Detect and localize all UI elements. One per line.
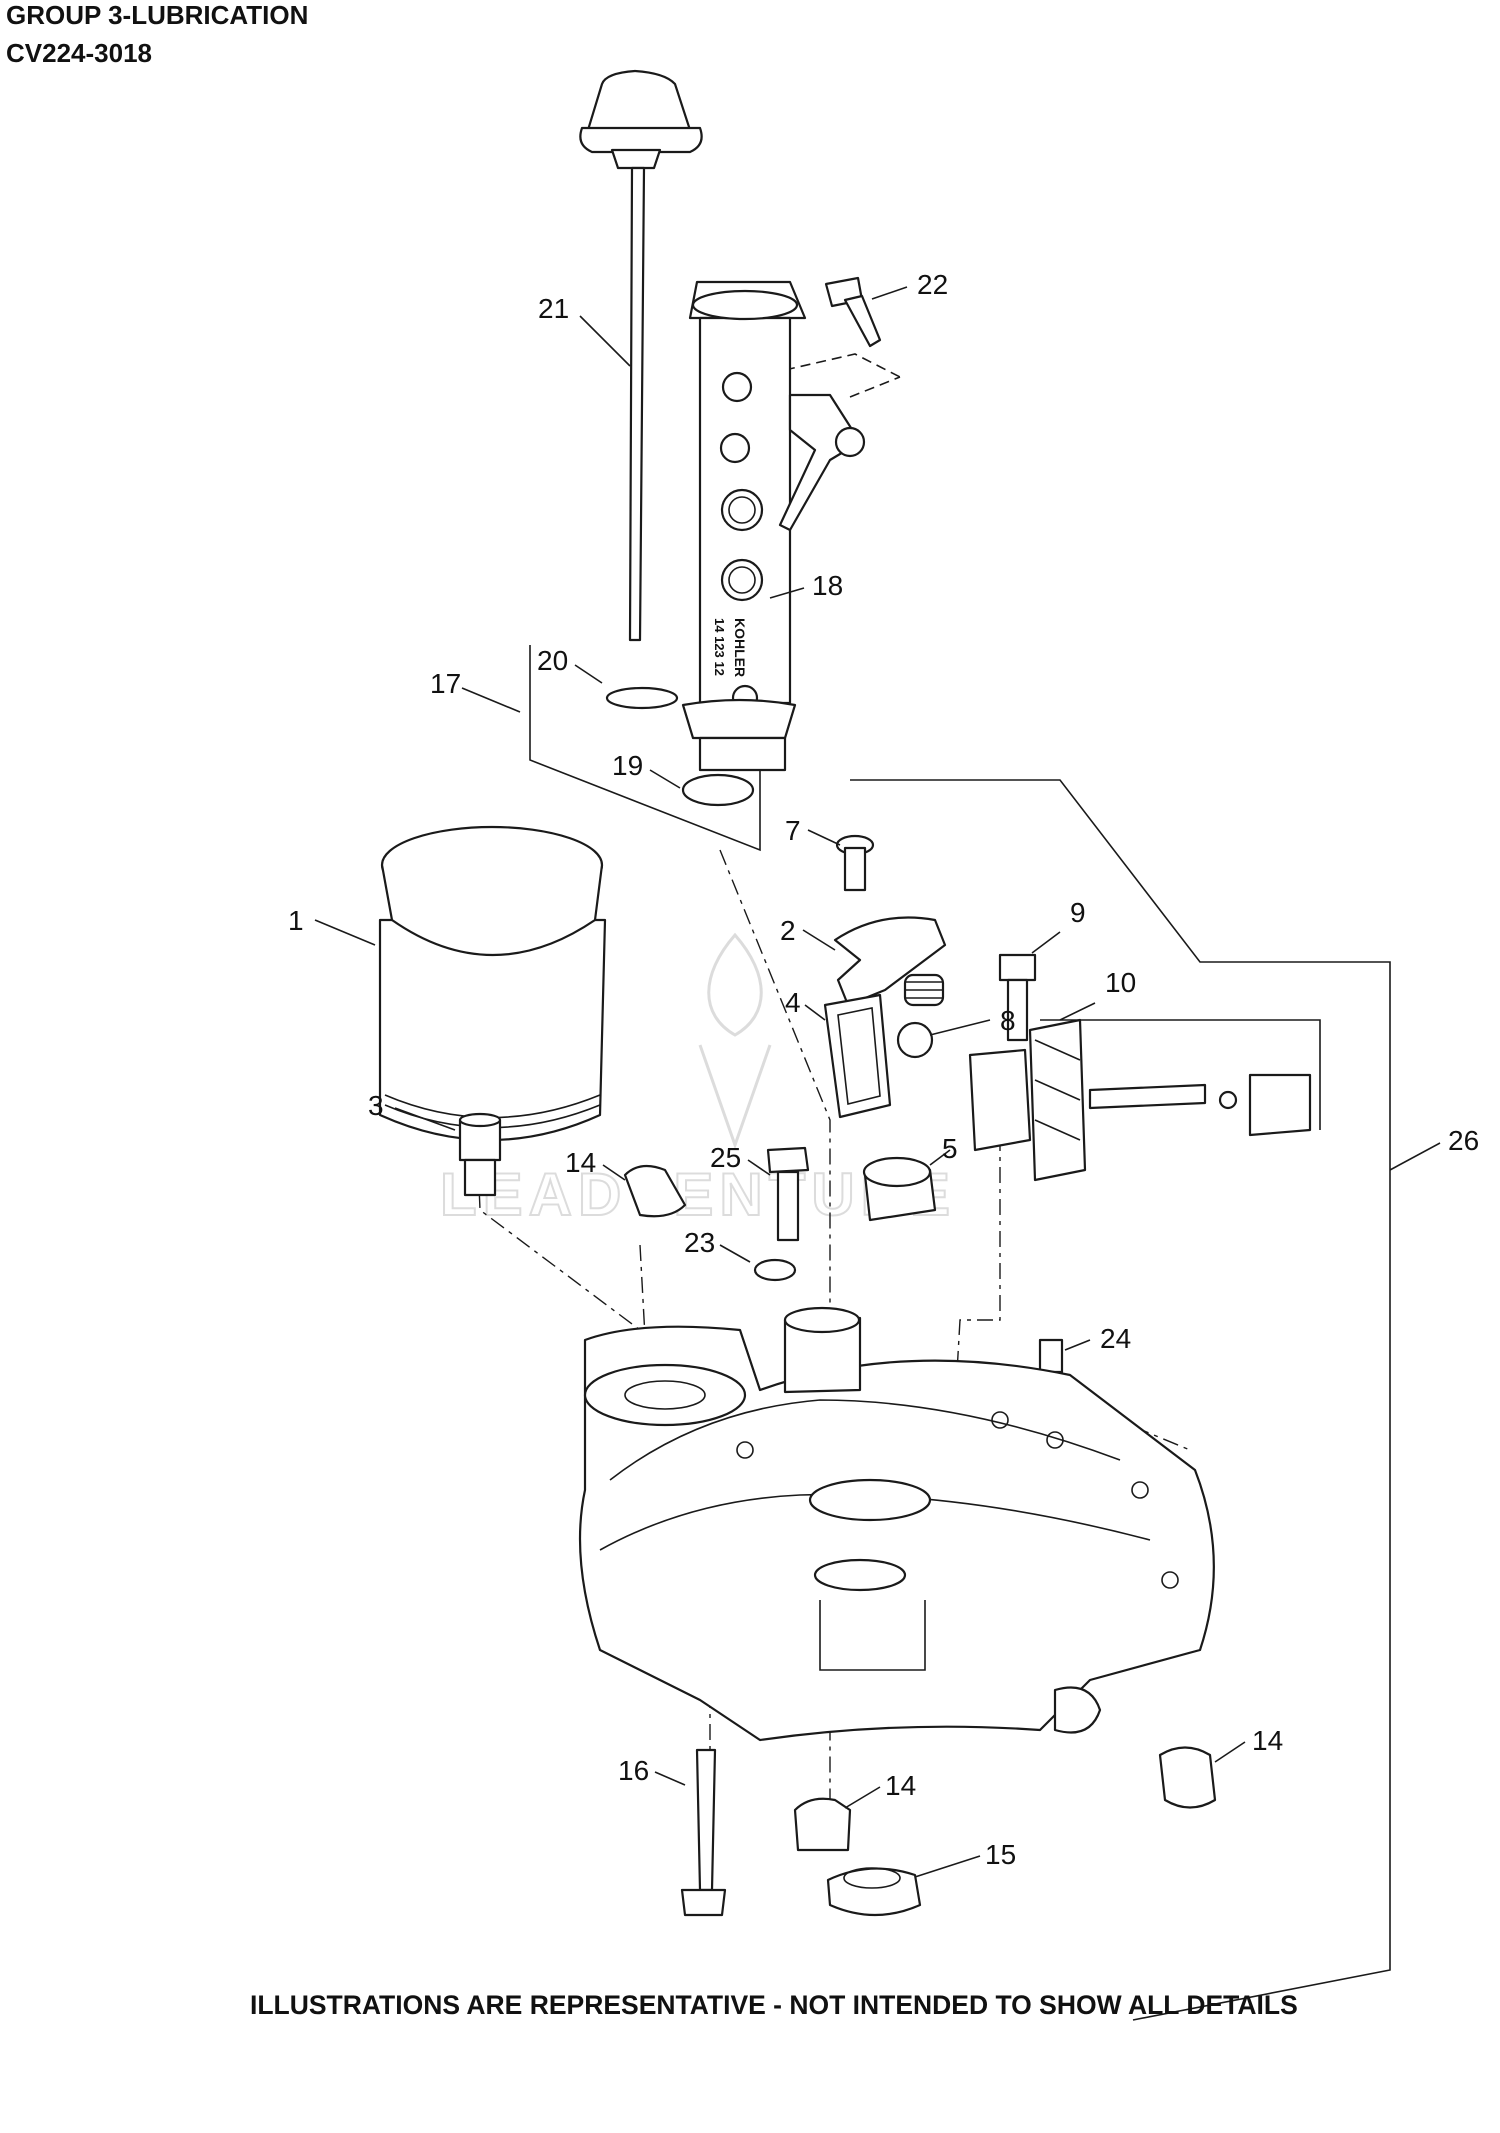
callout-24: 24 [1100,1323,1131,1354]
callout-10: 10 [1105,967,1136,998]
callout-21: 21 [538,293,569,324]
bushing-5 [862,1156,937,1222]
page-group-title: GROUP 3-LUBRICATION [6,0,309,30]
tube-part-code: 14 123 12 [712,618,727,676]
plug-14-bottom [793,1797,852,1852]
callout-20: 20 [537,645,568,676]
callout-25: 25 [710,1142,741,1173]
callout-9: 9 [1070,897,1086,928]
callout-19: 19 [612,750,643,781]
oil-pump-10 [968,1018,1312,1182]
plug-14-right [1158,1746,1217,1809]
callout-8: 8 [1000,1005,1016,1036]
closure-plate [578,1306,1215,1742]
filter-nipple-3 [458,1112,502,1197]
tube-brand-text: KOHLER [732,618,748,677]
bracket-10 [1040,1019,1321,1130]
check-ball-8 [896,1021,934,1059]
screw-7 [835,834,875,892]
leader-lines [314,286,1441,1878]
oring-20 [605,686,679,710]
disclaimer-footer: ILLUSTRATIONS ARE REPRESENTATIVE - NOT I… [250,1990,1298,2020]
callout-15: 15 [985,1839,1016,1870]
spring [903,973,945,1007]
bolt-22 [824,276,882,348]
callout-14b: 14 [1252,1725,1283,1756]
oil-filter [378,825,607,1142]
bolt-25 [766,1146,810,1242]
callout-16: 16 [618,1755,649,1786]
callout-numbers: 22 21 18 20 17 19 7 9 1 2 10 4 8 3 26 14… [288,269,1479,1870]
plug-14-upper [623,1164,687,1218]
page-model-number: CV224-3018 [6,38,152,68]
callout-23: 23 [684,1227,715,1258]
washer-23 [753,1258,797,1282]
dipstick [579,69,703,642]
callout-1: 1 [288,905,304,936]
callout-14a: 14 [565,1147,596,1178]
bolt-9 [998,953,1037,1042]
callout-22: 22 [917,269,948,300]
oring-19 [681,773,755,807]
bracket-26 [850,779,1391,2021]
callout-18: 18 [812,570,843,601]
callout-5: 5 [942,1133,958,1164]
callout-26: 26 [1448,1125,1479,1156]
oil-fill-tube: KOHLER 14 123 12 [681,280,866,772]
callout-17: 17 [430,668,461,699]
callout-4: 4 [785,987,801,1018]
bolt-16 [680,1748,727,1917]
callout-7: 7 [785,815,801,846]
callout-3: 3 [368,1090,384,1121]
oil-seal-15 [826,1867,922,1917]
callout-14c: 14 [885,1770,916,1801]
dowel-pin-24 [1038,1338,1064,1374]
gasket-4 [823,993,892,1119]
callout-2: 2 [780,915,796,946]
bracket-17 [529,645,761,852]
